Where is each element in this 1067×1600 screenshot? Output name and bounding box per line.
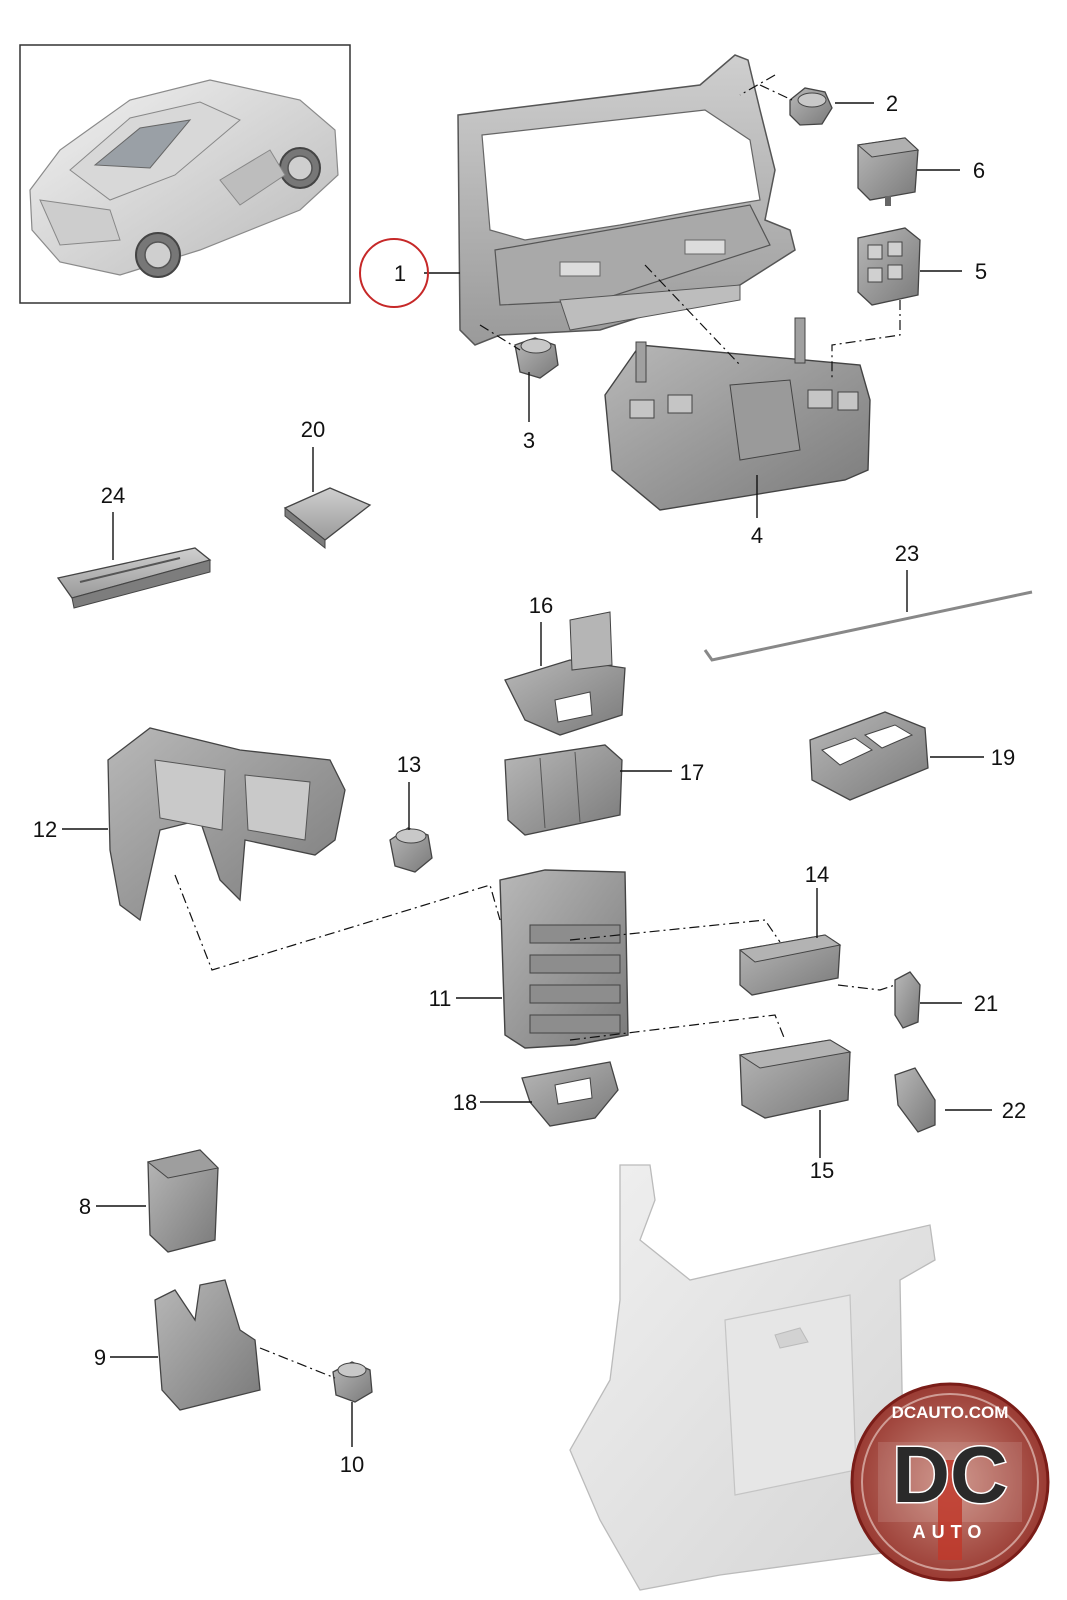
highlight-circle <box>359 238 429 308</box>
callout-1: 1 <box>394 261 406 286</box>
part-3-nut <box>514 337 559 379</box>
callout-8: 8 <box>79 1194 91 1219</box>
callout-18: 18 <box>453 1090 477 1115</box>
logo-sub-text: AUTO <box>913 1522 988 1542</box>
callout-13: 13 <box>397 752 421 777</box>
trim-panel <box>569 1164 936 1591</box>
leader-lines <box>62 102 992 1447</box>
callout-2: 2 <box>886 91 898 116</box>
callout-4: 4 <box>751 523 763 548</box>
part-16-cover <box>504 611 626 736</box>
callout-10: 10 <box>340 1452 364 1477</box>
callout-23: 23 <box>895 541 919 566</box>
assembly-lines <box>174 74 901 1379</box>
part-12-holder <box>107 727 346 922</box>
part-24-strip <box>56 547 212 609</box>
callout-12: 12 <box>33 817 57 842</box>
vehicle-inset <box>19 44 351 304</box>
callout-15: 15 <box>810 1158 834 1183</box>
part-13-nut <box>389 827 433 873</box>
part-11-fuse-box <box>499 869 629 1049</box>
part-9-holder <box>154 1279 261 1411</box>
part-23-wire <box>703 590 1033 662</box>
callout-14: 14 <box>805 862 829 887</box>
part-22-clip <box>894 1067 936 1133</box>
part-21-clip <box>894 971 921 1029</box>
part-18-cover <box>521 1061 619 1127</box>
callout-labels: 1 2 3 4 5 6 8 9 10 11 12 13 14 15 16 17 … <box>33 91 1026 1477</box>
part-4-fuse-carrier <box>604 317 871 511</box>
part-19-frame <box>809 711 929 801</box>
callout-16: 16 <box>529 593 553 618</box>
callout-9: 9 <box>94 1345 106 1370</box>
callout-21: 21 <box>974 991 998 1016</box>
part-20-pad <box>283 487 372 550</box>
part-5-socket <box>857 227 921 306</box>
callout-3: 3 <box>523 428 535 453</box>
part-8-relay <box>146 1149 220 1253</box>
logo-main-text: DC <box>892 1430 1008 1519</box>
part-17-connector <box>504 744 623 836</box>
part-10-nut <box>332 1361 373 1403</box>
callout-24: 24 <box>101 483 125 508</box>
callout-20: 20 <box>301 417 325 442</box>
callout-17: 17 <box>680 760 704 785</box>
part-6-relay <box>856 137 920 206</box>
vehicle-image <box>29 79 339 278</box>
part-15-module <box>738 1039 852 1119</box>
part-2-nut <box>789 87 833 126</box>
callout-5: 5 <box>975 259 987 284</box>
part-14-module <box>738 934 842 996</box>
callout-22: 22 <box>1002 1098 1026 1123</box>
callout-6: 6 <box>973 158 985 183</box>
callout-19: 19 <box>991 745 1015 770</box>
logo-top-text: DCAUTO.COM <box>892 1403 1009 1422</box>
callout-11: 11 <box>429 986 452 1011</box>
dcauto-logo: DCAUTO.COM DC AUTO <box>850 1382 1050 1582</box>
part-1-bracket <box>457 54 796 346</box>
